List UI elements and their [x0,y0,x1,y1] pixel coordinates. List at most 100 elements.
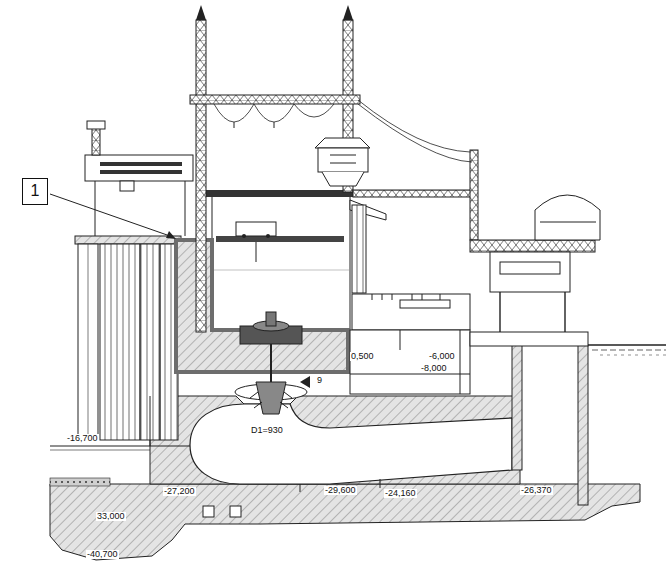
transmission-towers [214,104,334,122]
elevation-label: -40,700 [86,550,119,559]
substructure [300,484,301,492]
transformer [318,148,368,172]
substructure [150,396,520,484]
intake-structure [100,244,178,440]
intake-structure [159,244,160,440]
leader-line [50,194,170,236]
auxiliary-building [400,300,450,308]
intake-structure [78,244,98,440]
transmission-towers [234,122,235,128]
transformer [315,138,370,148]
power-house [216,236,344,242]
elevation-label: 0,500 [350,352,375,361]
intake-structure [150,396,151,446]
foundation-rock [50,484,640,560]
elevation-label: 33,000 [96,512,126,521]
power-house [242,234,246,238]
tailrace-structure [490,252,570,292]
transmission-towers [190,5,478,332]
callout-number: 1 [30,182,40,200]
auxiliary-building [352,294,470,330]
power-house [212,196,350,330]
generator-turbine [266,312,276,326]
auxiliary-building [350,330,470,394]
elevation-label: -29,600 [324,486,357,495]
transmission-towers [274,122,275,128]
left-crane [95,181,96,236]
intake-structure [50,445,190,446]
elevation-label: -24,160 [384,489,417,498]
transmission-towers [358,104,472,162]
left-crane [87,121,105,129]
tailrace-structure [470,240,595,252]
leader-line [166,231,176,239]
elevation-label: -8,000 [420,364,448,373]
power-house [256,242,257,262]
foundation-rock [203,506,214,517]
tailrace-structure [540,222,596,223]
elevation-label: -6,000 [428,352,456,361]
tailwater [588,344,666,346]
transformer [330,163,356,164]
transformer [330,155,356,156]
auxiliary-building [400,330,401,350]
left-crane [85,121,193,236]
generator-turbine [270,344,272,382]
auxiliary-building [460,330,461,394]
auxiliary-building [350,374,470,375]
transmission-towers [358,100,470,152]
transformer [315,138,370,186]
power-house [352,205,366,293]
left-crane [185,181,186,236]
intake-structure [88,244,89,440]
transmission-towers [343,5,353,20]
transmission-towers [190,95,360,104]
power-house [212,270,350,271]
intake-structure [50,236,190,450]
substructure [380,479,381,488]
foundation-rock [230,506,241,517]
substructure [190,404,512,484]
tailwater [600,355,666,356]
diameter-label: D1=930 [250,426,284,435]
elevation-label: 9 [316,376,323,385]
power-house [236,222,276,236]
transmission-towers [196,5,206,20]
tailwater [588,345,666,355]
generator-turbine [256,382,286,414]
intake-structure [139,244,140,440]
auxiliary-building [372,294,440,300]
transmission-towers [353,190,475,197]
left-crane [100,162,182,166]
generator-turbine [235,312,307,414]
power-house [266,234,270,238]
elevation-label: -16,700 [66,434,99,443]
tailrace-structure [470,195,600,505]
foundation-rock [50,478,110,486]
tailrace-structure [578,345,588,505]
power-house [205,190,358,197]
intake-structure [50,450,150,451]
substructure [150,396,520,492]
elevation-label: -26,370 [520,486,553,495]
transformer [322,172,364,186]
left-crane [120,181,134,191]
foundation-rock [50,478,640,560]
left-crane [100,170,182,174]
tailrace-structure [500,262,560,274]
intake-structure [75,236,181,244]
tailrace-structure [512,345,522,470]
generator-turbine [250,392,292,408]
leader-line [50,194,176,239]
tailrace-structure [535,195,600,240]
tailwater [592,350,666,351]
transmission-towers [196,20,206,332]
left-crane [92,128,100,155]
auxiliary-building [300,376,310,388]
callout-box: 1 [22,178,48,205]
tailrace-structure [470,332,588,346]
elevation-label: -27,200 [163,487,196,496]
